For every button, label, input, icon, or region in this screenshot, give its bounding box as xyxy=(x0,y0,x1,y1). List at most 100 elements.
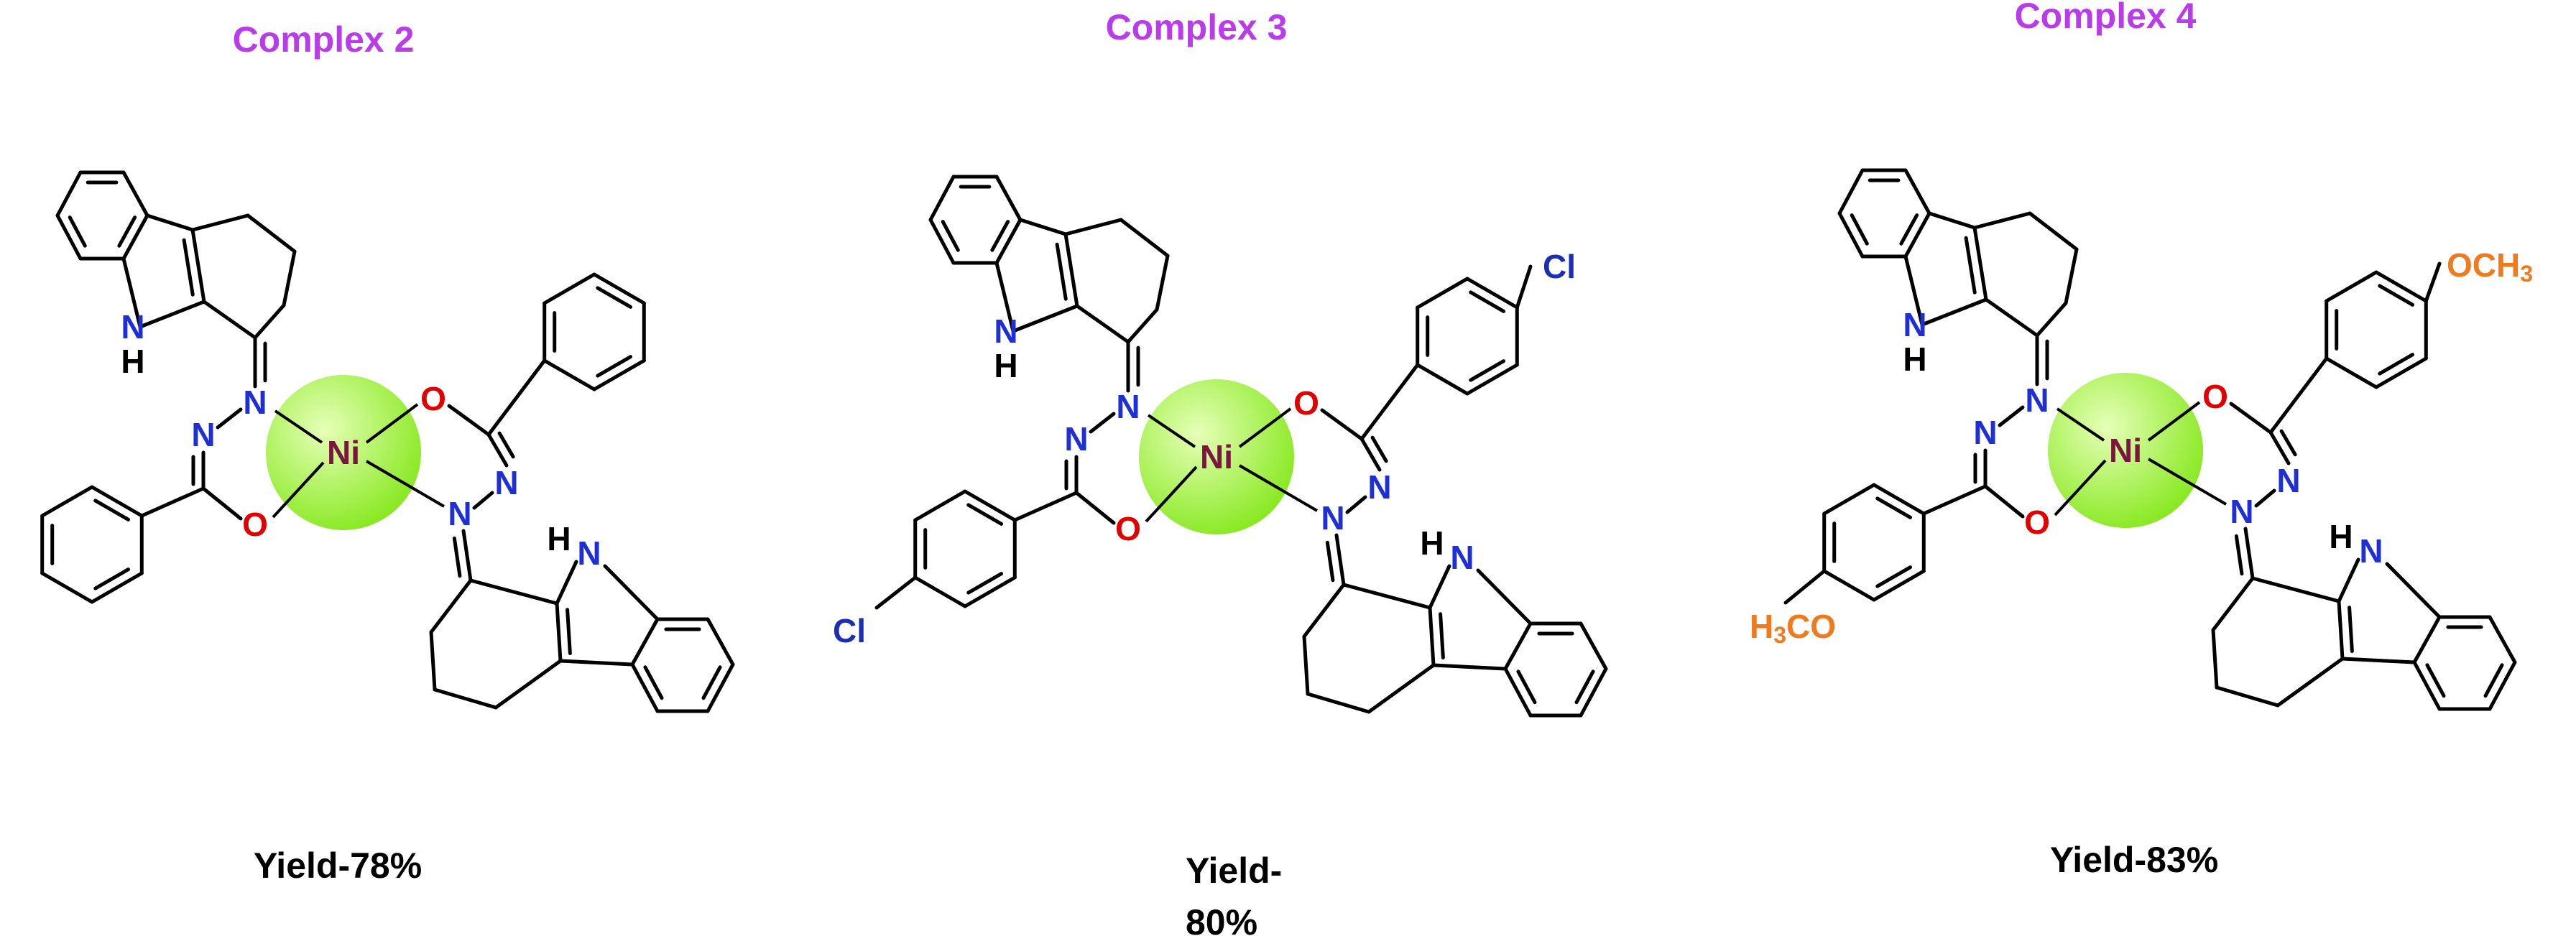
indole-hydrogen: H xyxy=(121,343,144,380)
substituent-bond xyxy=(1783,569,1827,605)
hydrazone-bond xyxy=(472,491,494,510)
benzene-ring xyxy=(55,170,149,261)
aryl-bond xyxy=(1012,491,1079,522)
ring-bond xyxy=(1075,304,1130,344)
ring-bond xyxy=(190,228,206,304)
ring-bond xyxy=(1428,606,1436,667)
ring-bond xyxy=(2325,270,2378,303)
ring-double-bond xyxy=(2378,284,2415,307)
ring-bond xyxy=(1431,663,1508,671)
enolate-oxygen: O xyxy=(1115,510,1141,547)
hydrazone-bond xyxy=(1089,412,1116,434)
ring-bond xyxy=(2340,657,2416,664)
ring-bond xyxy=(558,659,634,667)
ring-bond xyxy=(913,489,967,522)
ring-bond xyxy=(2325,356,2378,389)
ring-bond xyxy=(1837,168,1865,216)
imine-double-bond xyxy=(2234,534,2244,576)
ring-double-bond xyxy=(596,286,633,309)
ring-bond xyxy=(2412,615,2442,664)
ring-bond xyxy=(1503,621,1533,671)
aryl-bond xyxy=(1359,363,1420,441)
ring-bond xyxy=(592,272,646,305)
aryl-ring xyxy=(913,489,1017,608)
ring-double-bond xyxy=(966,503,1004,526)
coordination-bond xyxy=(365,403,419,444)
hydrazone-bond xyxy=(2268,430,2291,465)
ring-bond xyxy=(2374,270,2428,303)
coordination-bond xyxy=(2056,407,2105,442)
imine-double-bond xyxy=(1325,540,1335,583)
enolate-oxygen: O xyxy=(2024,504,2050,541)
ring-bond xyxy=(963,489,1017,522)
carbonyl-bond xyxy=(1320,408,1364,441)
hydrazone-bond xyxy=(1998,405,2025,427)
ring-bond xyxy=(2215,685,2280,708)
ring-bond xyxy=(1155,254,1170,312)
ring-double-bond xyxy=(1875,496,1913,519)
hydrazone-nitrogen: N xyxy=(191,416,215,453)
enolate-oxygen: O xyxy=(420,380,446,417)
ring-bond xyxy=(429,578,473,634)
hydrazone-bond xyxy=(1359,437,1382,472)
enolate-oxygen: O xyxy=(242,506,268,543)
complex-title: Complex 3 xyxy=(1106,7,1288,47)
ring-bond xyxy=(994,261,1015,333)
ring-double-bond xyxy=(93,567,131,590)
ring-bond xyxy=(253,303,286,340)
azomethine-nitrogen: N xyxy=(1321,499,1344,537)
ring-bond xyxy=(282,249,297,307)
ring-bond xyxy=(1503,667,1533,718)
aryl-bond xyxy=(2268,356,2329,435)
imine-bond xyxy=(461,529,473,583)
indole-hydrogen: H xyxy=(1420,524,1444,562)
hydrazone-bond xyxy=(2254,488,2276,508)
ring-bond xyxy=(592,358,646,391)
ring-bond xyxy=(1927,211,1977,230)
ring-bond xyxy=(1428,564,1451,610)
azomethine-nitrogen: N xyxy=(448,495,471,532)
ring-double-bond xyxy=(1899,213,1919,246)
benzene-ring xyxy=(1837,168,1931,259)
azomethine-nitrogen: N xyxy=(2025,381,2049,419)
coordination-bond xyxy=(1238,407,1292,448)
ring-bond xyxy=(2374,356,2428,389)
ring-bond xyxy=(1367,663,1436,714)
ring-bond xyxy=(55,170,83,218)
ring-double-bond xyxy=(1469,359,1506,382)
indole-nitrogen: N xyxy=(1903,306,1926,343)
ring-bond xyxy=(555,601,563,663)
ring-bond xyxy=(913,575,967,608)
ring-bond xyxy=(1920,297,1988,327)
complex-title: Complex 4 xyxy=(2015,0,2197,36)
ring-bond xyxy=(994,218,1022,265)
ring-bond xyxy=(145,213,195,232)
substituent-bond xyxy=(874,575,918,610)
ring-bond xyxy=(121,256,142,329)
substituent-bond xyxy=(2424,261,2442,303)
ring-bond xyxy=(1063,218,1123,236)
ring-bond xyxy=(2211,576,2255,632)
ring-bond xyxy=(928,175,956,222)
ring-bond xyxy=(1984,297,2039,338)
coordination-bond xyxy=(2147,401,2201,442)
ring-bond xyxy=(1972,226,1988,302)
ring-bond xyxy=(468,578,559,606)
ring-bond xyxy=(2211,628,2219,690)
indole-hydrogen: H xyxy=(547,520,571,557)
ring-double-bond xyxy=(941,220,960,252)
nickel-sphere xyxy=(2048,373,2203,528)
ring-bond xyxy=(2385,562,2442,619)
ring-bond xyxy=(2250,576,2341,603)
carbonyl-bond xyxy=(2229,402,2273,435)
ring-double-bond xyxy=(565,608,572,656)
chloro-substituent: Cl xyxy=(833,612,866,649)
complex-title: Complex 2 xyxy=(233,19,415,60)
ring-bond xyxy=(1903,254,1924,327)
ring-bond xyxy=(603,564,660,621)
coordination-bond xyxy=(272,461,325,519)
aryl-ring xyxy=(1822,483,1926,602)
aryl-ring xyxy=(1416,277,1519,396)
ring-double-bond xyxy=(596,355,633,378)
hydrazone-bond xyxy=(486,432,509,468)
